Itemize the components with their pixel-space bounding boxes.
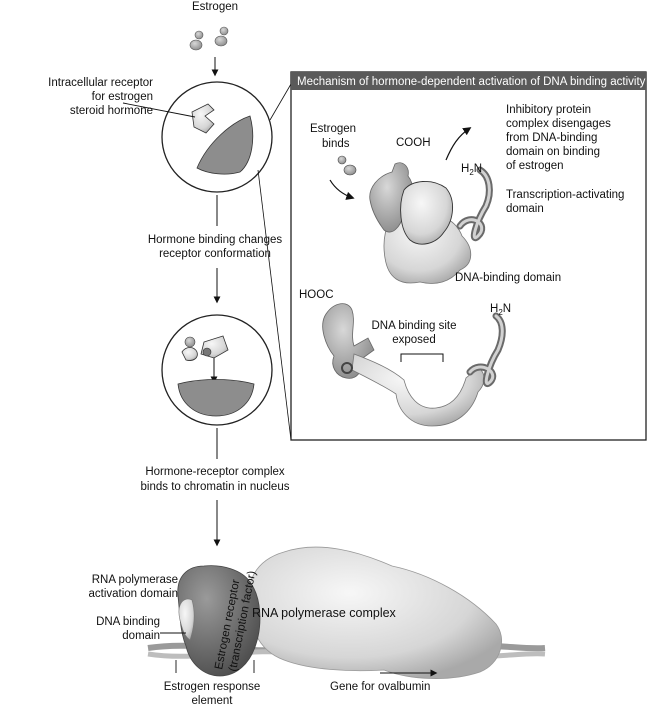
estrogen-receptor-shape — [177, 565, 261, 677]
rna-pol-activation-line1: RNA polymerase — [92, 574, 178, 586]
receptor-label-line2: for estrogen — [92, 91, 153, 103]
estrogen-molecules-icon — [189, 26, 229, 51]
binding-site-bracket — [400, 353, 444, 362]
binding-site-line1: DNA binding site — [371, 320, 456, 332]
hooc-label: HOOC — [299, 289, 334, 301]
chromatin-caption-line2: binds to chromatin in nucleus — [141, 481, 290, 493]
inhibitory-line1: Inhibitory protein — [506, 104, 591, 116]
estrogen-binds-line2: binds — [322, 138, 350, 150]
binding-caption-line1: Hormone binding changes — [148, 234, 283, 246]
receptor-label-line3: steroid hormone — [70, 105, 153, 117]
binding-site-line2: exposed — [392, 334, 435, 346]
binding-caption-line2: receptor conformation — [159, 248, 271, 260]
ere-line2: element — [192, 695, 234, 707]
inhibitory-line2: complex disengages — [506, 118, 611, 130]
inhibitory-line5: of estrogen — [506, 160, 564, 172]
estrogen-binds-line1: Estrogen — [310, 123, 356, 135]
zoom-line-top — [269, 83, 292, 121]
rna-polymerase-complex-label: RNA polymerase complex — [252, 606, 397, 620]
dna-binding-domain-label: DNA-binding domain — [455, 272, 561, 284]
dna-binding-line2: domain — [122, 630, 160, 642]
inhibitory-line4: domain on binding — [506, 146, 600, 158]
estrogen-molecule-icon — [337, 155, 357, 176]
receptor-protein-shape — [191, 103, 215, 134]
receptor-label-line1: Intracellular receptor — [48, 77, 153, 89]
bound-receptor-circle — [161, 314, 273, 426]
chromatin-caption-line1: Hormone-receptor complex — [145, 466, 285, 478]
estrogen-bind-arrow — [329, 179, 355, 200]
rna-pol-activation-line2: activation domain — [89, 588, 179, 600]
inhibitory-line3: from DNA-binding — [506, 132, 597, 144]
ere-line1: Estrogen response — [164, 681, 261, 693]
inactive-receptor-complex — [369, 162, 472, 284]
h2n-bottom-label: H2N — [490, 303, 511, 317]
h2n-top-label: H2N — [461, 163, 482, 177]
disengage-arrow — [445, 127, 472, 161]
transcription-domain-line2: domain — [506, 203, 544, 215]
rna-polymerase-complex-shape — [248, 546, 503, 679]
transcription-domain-line1: Transcription-activating — [506, 189, 624, 201]
estrogen-label: Estrogen — [192, 1, 238, 13]
panel-title: Mechanism of hormone-dependent activatio… — [297, 76, 646, 88]
gene-label: Gene for ovalbumin — [330, 681, 430, 693]
dna-binding-line1: DNA binding — [96, 616, 160, 628]
zoom-line-bottom — [257, 169, 292, 441]
receptor-leader-line — [122, 102, 196, 118]
nucleus-shape — [196, 115, 254, 175]
receptor-cell-circle — [161, 81, 273, 193]
cooh-label: COOH — [396, 137, 431, 149]
